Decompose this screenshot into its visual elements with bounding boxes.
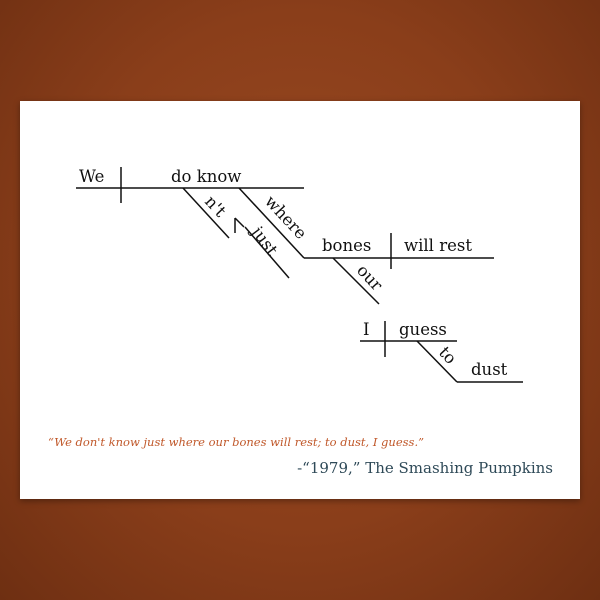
attribution: -“1979,” The Smashing Pumpkins [297,459,553,477]
word-dust: dust [471,360,508,379]
word-just: just [247,221,282,259]
sentence-diagram: We do know n't where just bones will res… [76,167,523,383]
modifier-connector-just [234,217,245,228]
diagram-card: We do know n't where just bones will res… [20,101,580,499]
word-we: We [79,167,104,186]
word-nt: n't [201,192,230,221]
lyric-quote: “We don't know just where our bones will… [48,435,424,449]
word-do-know: do know [171,167,241,186]
modifier-line-nt [182,187,230,239]
connector-line-where [238,187,305,259]
preposition-line-to [416,340,458,383]
word-i: I [363,320,370,339]
word-our: our [353,261,386,295]
modifier-line-just [244,226,290,279]
word-will-rest: will rest [404,236,472,255]
modifier-line-our [332,257,380,305]
word-bones: bones [322,236,371,255]
word-guess: guess [399,320,447,339]
